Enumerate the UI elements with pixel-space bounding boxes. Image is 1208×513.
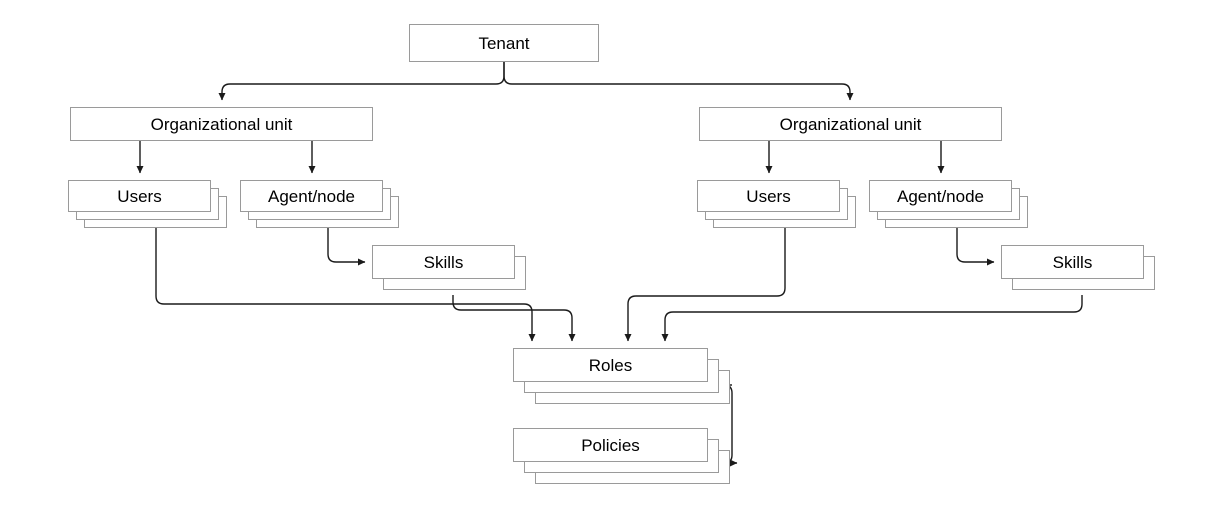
- node-label: Skills: [423, 252, 464, 272]
- edge-users-right-to-roles: [624, 228, 786, 342]
- node-label: Policies: [581, 435, 640, 455]
- node-users-left[interactable]: Users: [68, 180, 233, 235]
- card-face: [409, 24, 599, 62]
- node-roles[interactable]: Roles: [513, 348, 733, 408]
- node-label: Organizational unit: [779, 114, 922, 134]
- node-label: Users: [746, 186, 791, 206]
- edge-skills-left-to-roles: [452, 295, 576, 342]
- card-face: [699, 107, 1002, 141]
- card-face: [68, 180, 211, 212]
- node-label: Agent/node: [268, 186, 355, 206]
- node-label: Roles: [588, 355, 633, 375]
- card-face: [372, 245, 515, 279]
- card-face: [513, 428, 708, 462]
- node-skills-right[interactable]: Skills: [1001, 245, 1161, 295]
- node-skills-left[interactable]: Skills: [372, 245, 532, 295]
- node-label: Agent/node: [897, 186, 984, 206]
- edge-tenant-to-ou-right: [503, 62, 854, 101]
- card-face: [70, 107, 373, 141]
- card-face: [513, 348, 708, 382]
- node-organizational-unit-right[interactable]: Organizational unit: [699, 107, 1002, 141]
- card-face: [697, 180, 840, 212]
- card-face: [240, 180, 383, 212]
- edge-skills-right-to-roles: [661, 295, 1083, 342]
- node-agent-node-left[interactable]: Agent/node: [240, 180, 405, 235]
- card-face: [1001, 245, 1144, 279]
- edge-tenant-to-ou-left: [218, 62, 505, 101]
- node-label: Tenant: [478, 33, 530, 53]
- card-face: [869, 180, 1012, 212]
- node-label: Skills: [1052, 252, 1093, 272]
- node-agent-node-right[interactable]: Agent/node: [869, 180, 1034, 235]
- node-organizational-unit-left[interactable]: Organizational unit: [70, 107, 373, 141]
- node-label: Users: [117, 186, 162, 206]
- node-tenant[interactable]: Tenant: [409, 24, 599, 62]
- node-policies[interactable]: Policies: [513, 428, 733, 488]
- node-label: Organizational unit: [150, 114, 293, 134]
- node-users-right[interactable]: Users: [697, 180, 862, 235]
